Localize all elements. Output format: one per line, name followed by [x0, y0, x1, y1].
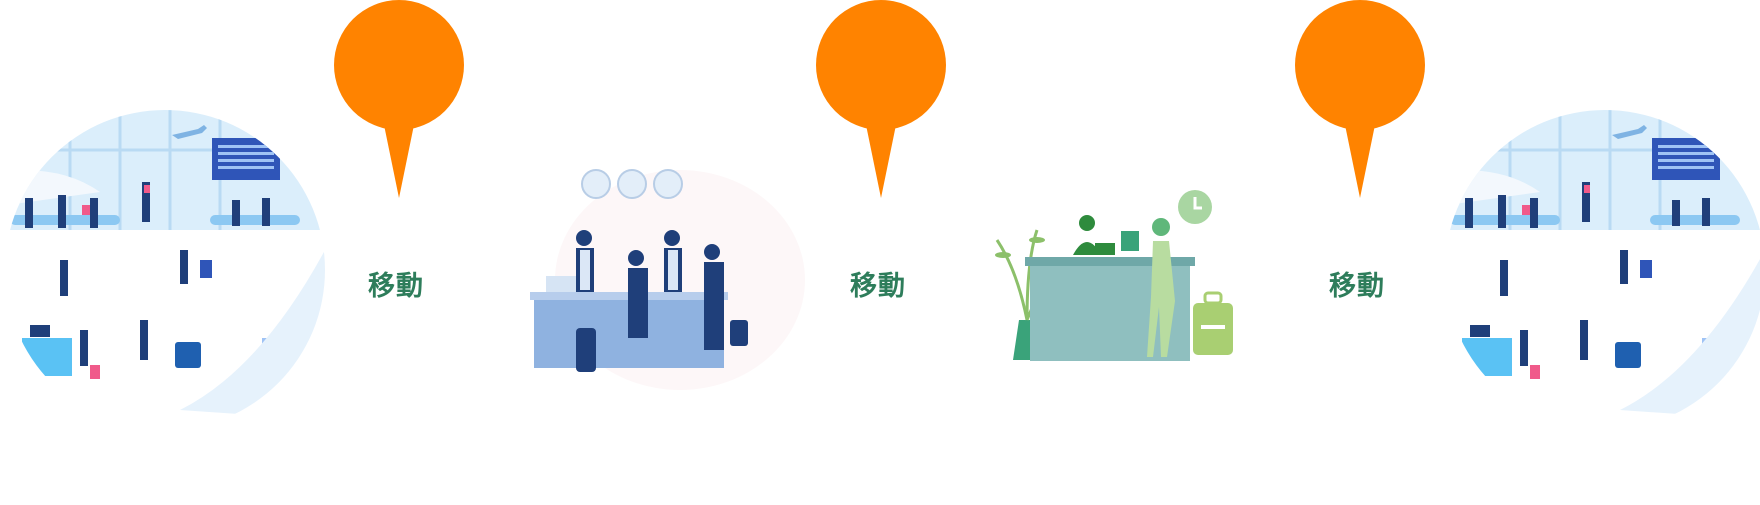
clock-icon — [581, 169, 683, 199]
reception-checkin-scene — [985, 185, 1240, 370]
airport-scene-left — [0, 110, 325, 420]
move-label-2: 移動 — [850, 271, 906, 302]
airplane-icon — [172, 125, 207, 139]
map-pin-icon — [334, 0, 464, 198]
hotel-front-desk-scene — [520, 160, 805, 390]
airplane-icon — [1612, 125, 1647, 139]
location-pin-1 — [333, 0, 465, 200]
clock-icon — [1178, 190, 1212, 224]
airport-scene-right — [1440, 110, 1760, 420]
move-label-3: 移動 — [1329, 271, 1385, 302]
location-pin-2 — [815, 0, 947, 200]
map-pin-icon — [1295, 0, 1425, 198]
location-pin-3 — [1294, 0, 1426, 200]
suitcase-icon — [1193, 291, 1233, 355]
move-label-1: 移動 — [368, 271, 424, 302]
map-pin-icon — [816, 0, 946, 198]
